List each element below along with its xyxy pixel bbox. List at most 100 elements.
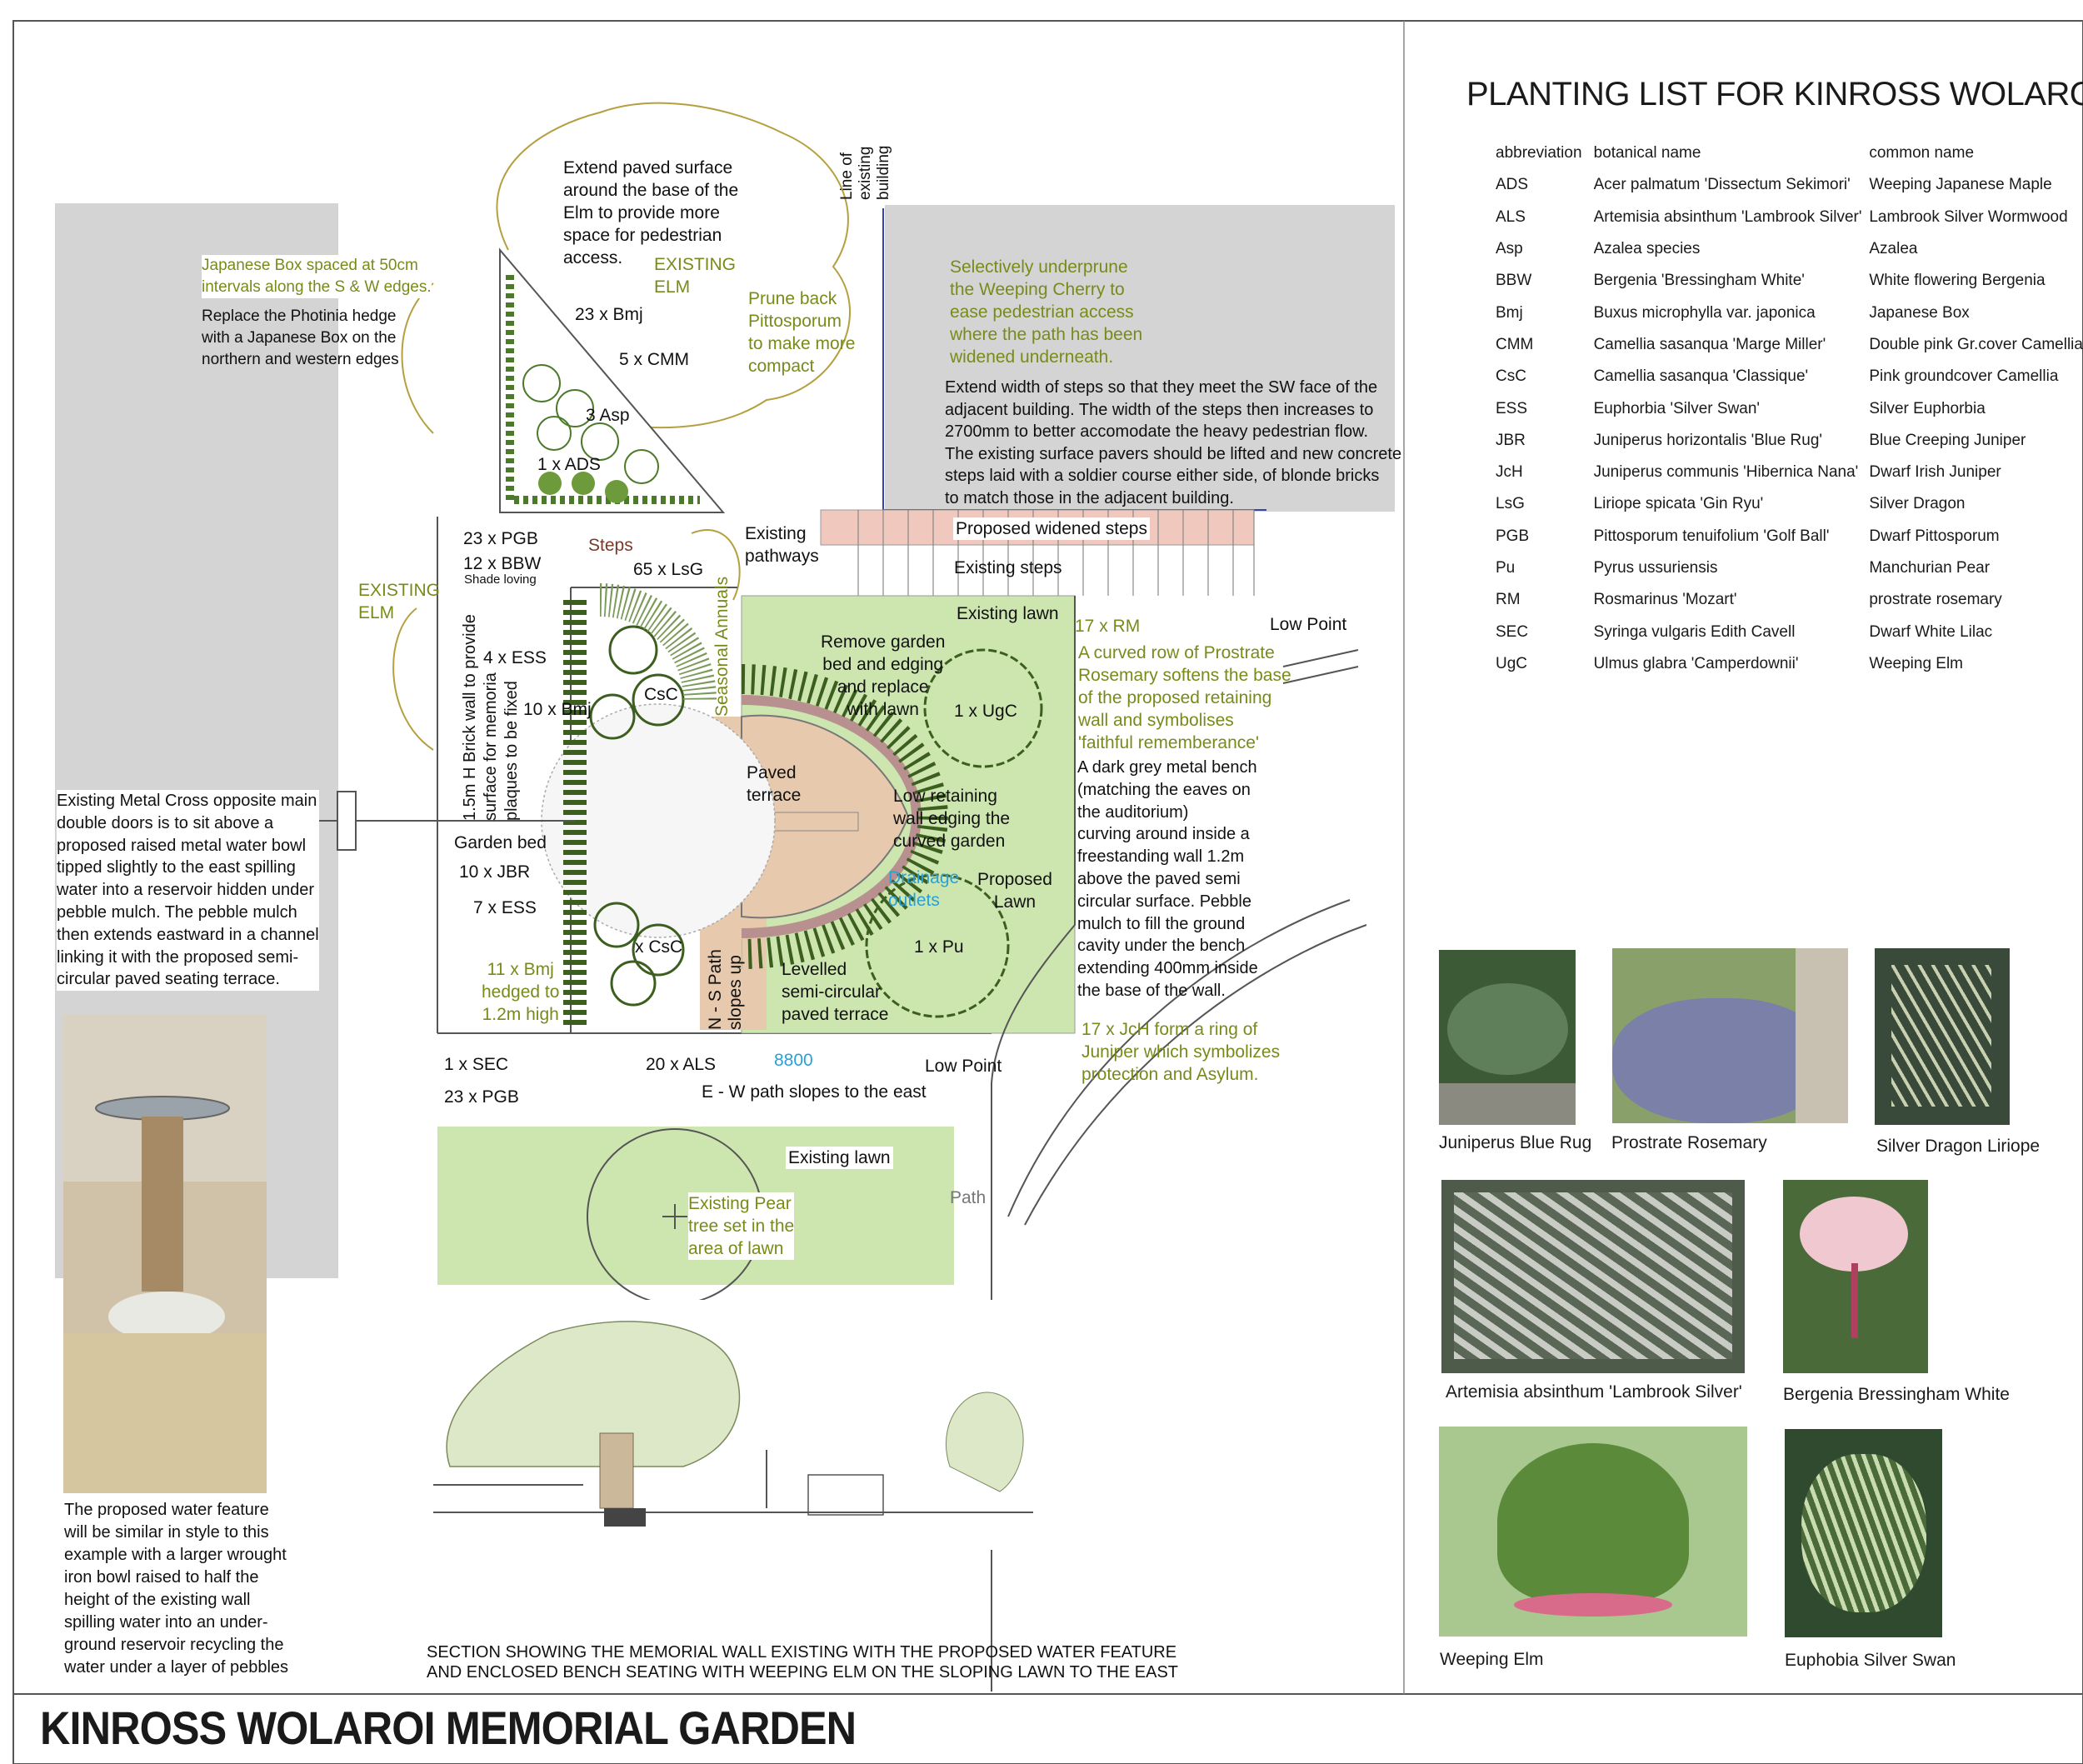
label-als-20: 20 x ALS bbox=[646, 1055, 717, 1074]
label-pgb-23b: 23 x PGB bbox=[444, 1087, 519, 1107]
note-remove-garden: Remove garden bed and edging and replace… bbox=[821, 632, 946, 719]
note-metal-cross: Existing Metal Cross opposite main doubl… bbox=[57, 790, 319, 992]
cell-abbreviation: RM bbox=[1496, 591, 1521, 609]
label-csc-x: x CsC bbox=[635, 937, 683, 957]
label-existing-elm-top: EXISTING ELM bbox=[654, 255, 737, 297]
label-levelled-terrace: Levelled semi-circular paved terrace bbox=[782, 960, 889, 1024]
label-bmj-23: 23 x Bmj bbox=[575, 305, 643, 324]
cell-botanical-name: Buxus microphylla var. japonica bbox=[1593, 303, 1816, 322]
note-water-feature: The proposed water feature will be simil… bbox=[64, 1501, 289, 1677]
caption-euphorbia: Euphobia Silver Swan bbox=[1785, 1651, 1956, 1670]
triangle-bed bbox=[499, 247, 726, 513]
cell-common-name: Weeping Japanese Maple bbox=[1869, 176, 2052, 194]
cell-botanical-name: Juniperus communis 'Hibernica Nana' bbox=[1593, 463, 1859, 482]
planting-list-row: ADS Acer palmatum 'Dissectum Sekimori' Wee… bbox=[1496, 169, 2083, 201]
label-line-of-building: Line of existing building bbox=[838, 145, 892, 201]
label-shade-loving: Shade loving bbox=[464, 572, 537, 587]
cell-common-name: prostrate rosemary bbox=[1869, 591, 2002, 609]
cell-botanical-name: Acer palmatum 'Dissectum Sekimori' bbox=[1593, 176, 1851, 194]
planting-list-row: RM Rosmarinus 'Mozart' prostrate rosemary bbox=[1496, 584, 2083, 616]
section-caption: SECTION SHOWING THE MEMORIAL WALL EXISTI… bbox=[427, 1643, 1179, 1682]
cell-abbreviation: Bmj bbox=[1496, 303, 1523, 322]
label-bmj-11: 11 x Bmj hedged to 1.2m high bbox=[482, 960, 560, 1024]
cell-common-name: Double pink Gr.cover Camellia bbox=[1869, 335, 2083, 353]
cell-common-name: Blue Creeping Juniper bbox=[1869, 431, 2026, 449]
planting-list-row: LsG Liriope spicata 'Gin Ryu' Silver Drago… bbox=[1496, 488, 2083, 520]
page-frame bbox=[12, 20, 2083, 1764]
label-ess-4: 4 x ESS bbox=[483, 648, 547, 667]
label-garden-bed: Garden bed bbox=[454, 833, 547, 852]
note-pear-tree: Existing Pear tree set in the area of la… bbox=[688, 1192, 795, 1260]
cell-botanical-name: Camellia sasanqua 'Marge Miller' bbox=[1593, 335, 1826, 353]
planting-list-row: SEC Syringa vulgaris Edith Cavell Dwarf Wh… bbox=[1496, 616, 2083, 647]
note-dark-bench: A dark grey metal bench (matching the ea… bbox=[1077, 758, 1258, 1000]
photo-artemisia bbox=[1441, 1180, 1745, 1373]
label-bbw-12: 12 x BBW bbox=[463, 554, 542, 573]
note-prune-back: Prune back Pittosporum to make more comp… bbox=[748, 289, 856, 376]
cell-common-name: Dwarf Pittosporum bbox=[1869, 527, 2000, 545]
label-paved-terrace: Paved terrace bbox=[747, 763, 802, 805]
label-jbr-10: 10 x JBR bbox=[459, 862, 531, 882]
header-abbreviation: abbreviation bbox=[1496, 144, 1582, 162]
note-japanese-box: Japanese Box spaced at 50cm intervals al… bbox=[202, 255, 432, 298]
label-ns-path: N - S Path slopes up bbox=[706, 949, 745, 1030]
cell-botanical-name: Pyrus ussuriensis bbox=[1593, 559, 1718, 577]
building-right bbox=[885, 205, 1395, 512]
photo-euphorbia bbox=[1785, 1429, 1942, 1637]
label-rm-17: 17 x RM bbox=[1075, 617, 1141, 636]
cell-common-name: Dwarf Irish Juniper bbox=[1869, 463, 2001, 482]
pu-tree bbox=[865, 873, 1010, 1018]
label-proposed-widened-steps: Proposed widened steps bbox=[953, 517, 1150, 540]
note-low-retaining: Low retaining wall edging the curved gar… bbox=[893, 787, 1011, 851]
label-sec-1: 1 x SEC bbox=[444, 1055, 509, 1074]
label-steps: Steps bbox=[588, 536, 633, 555]
caption-rosemary: Prostrate Rosemary bbox=[1611, 1133, 1767, 1152]
label-pgb-23: 23 x PGB bbox=[463, 529, 538, 548]
label-drainage-outlets: Drainage outlets bbox=[888, 868, 960, 910]
cell-common-name: Dwarf White Lilac bbox=[1869, 622, 1993, 641]
note-replace-photinia: Replace the Photinia hedge with a Japane… bbox=[202, 307, 399, 368]
planting-list-table: abbreviation botanical name common name … bbox=[1496, 137, 2083, 680]
label-csc: CsC bbox=[644, 685, 678, 704]
label-ew-path: E - W path slopes to the east bbox=[702, 1082, 927, 1102]
path-edge bbox=[1007, 899, 1351, 1217]
cell-abbreviation: ESS bbox=[1496, 399, 1528, 417]
cell-abbreviation: UgC bbox=[1496, 654, 1528, 672]
cell-botanical-name: Camellia sasanqua 'Classique' bbox=[1593, 367, 1809, 386]
note-jch-17: 17 x JcH form a ring of Juniper which sy… bbox=[1081, 1020, 1281, 1084]
label-existing-lawn-2: Existing lawn bbox=[786, 1147, 893, 1169]
photo-bergenia bbox=[1783, 1180, 1928, 1373]
cell-abbreviation: ADS bbox=[1496, 176, 1529, 194]
cell-common-name: Weeping Elm bbox=[1869, 654, 1964, 672]
cell-abbreviation: LsG bbox=[1496, 495, 1525, 513]
photo-rosemary bbox=[1612, 948, 1848, 1123]
photo-juniperus bbox=[1439, 950, 1576, 1125]
cell-botanical-name: Rosmarinus 'Mozart' bbox=[1593, 591, 1737, 609]
cell-botanical-name: Syringa vulgaris Edith Cavell bbox=[1593, 622, 1796, 641]
cell-botanical-name: Pittosporum tenuifolium 'Golf Ball' bbox=[1593, 527, 1830, 545]
caption-weeping-elm: Weeping Elm bbox=[1440, 1650, 1544, 1669]
planting-list-title: PLANTING LIST FOR KINROSS WOLAROI bbox=[1466, 76, 2083, 112]
label-ads-1: 1 x ADS bbox=[537, 455, 601, 474]
note-extend-steps: Extend width of steps so that they meet … bbox=[945, 378, 1402, 507]
photo-weeping-elm bbox=[1439, 1427, 1747, 1637]
cell-botanical-name: Ulmus glabra 'Camperdownii' bbox=[1593, 654, 1799, 672]
label-existing-steps: Existing steps bbox=[954, 558, 1062, 577]
cell-common-name: Lambrook Silver Wormwood bbox=[1869, 207, 2068, 226]
page-title: KINROSS WOLAROI MEMORIAL GARDEN bbox=[40, 1702, 857, 1754]
cell-botanical-name: Liriope spicata 'Gin Ryu' bbox=[1593, 495, 1764, 513]
planting-list-header-row: abbreviation botanical name common name bbox=[1496, 137, 2083, 169]
cell-abbreviation: CsC bbox=[1496, 367, 1526, 386]
cell-common-name: Silver Dragon bbox=[1869, 495, 1966, 513]
label-seasonal-annuals: Seasonal Annuals bbox=[712, 576, 732, 717]
header-common-name: common name bbox=[1869, 144, 1975, 162]
cell-botanical-name: Azalea species bbox=[1593, 240, 1701, 258]
cell-abbreviation: SEC bbox=[1496, 622, 1529, 641]
